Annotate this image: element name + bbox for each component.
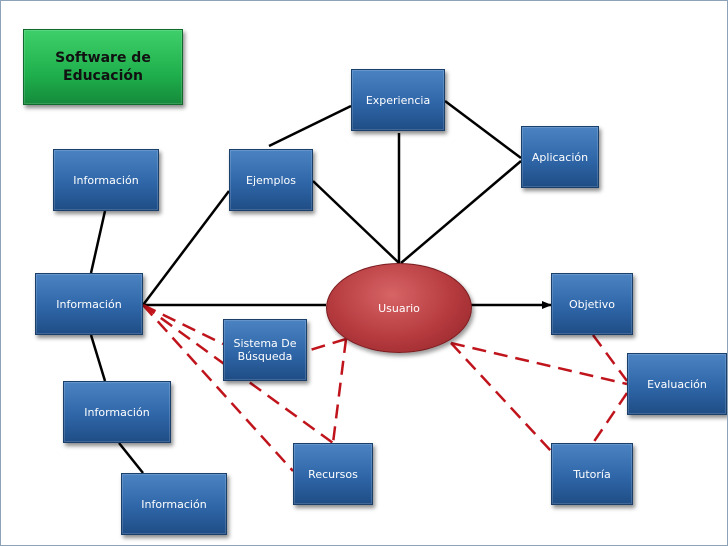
node-informacion-mid[interactable]: Información	[63, 381, 171, 443]
node-objetivo[interactable]: Objetivo	[551, 273, 633, 335]
link-info-main-info-mid	[89, 334, 107, 382]
link-info-mid-info-bottom	[118, 442, 144, 474]
link-ejemplos-usuario	[312, 180, 400, 264]
node-sistema-de-busqueda[interactable]: Sistema De Búsqueda	[223, 319, 307, 381]
dash-info-main-sistema	[142, 303, 224, 346]
link-aplicacion-usuario	[400, 160, 522, 264]
link-experiencia-aplicacion	[444, 100, 522, 159]
dash-usuario-recursos	[331, 338, 348, 444]
dash-objetivo-evaluacion	[591, 334, 629, 382]
node-evaluacion[interactable]: Evaluación	[627, 353, 727, 415]
link-ejemplos-experiencia	[268, 104, 352, 148]
node-usuario[interactable]: Usuario	[326, 263, 472, 353]
dash-evaluacion-tutoria	[591, 392, 629, 444]
node-experiencia[interactable]: Experiencia	[351, 69, 445, 131]
node-informacion-top[interactable]: Información	[53, 149, 159, 211]
node-informacion-main[interactable]: Información	[35, 273, 143, 335]
link-info-main-ejemplos	[142, 190, 230, 306]
dash-usuario-evaluacion	[450, 341, 628, 386]
node-tutoria[interactable]: Tutoría	[551, 443, 633, 505]
title-box: Software de Educación	[23, 29, 183, 105]
dash-info-main-recursos	[142, 304, 294, 472]
node-aplicacion[interactable]: Aplicación	[521, 126, 599, 188]
dash-usuario-sistema	[306, 337, 347, 353]
node-informacion-bottom[interactable]: Información	[121, 473, 227, 535]
link-info-top-info-main	[89, 210, 107, 274]
dash-usuario-tutoria	[450, 342, 552, 452]
node-ejemplos[interactable]: Ejemplos	[229, 149, 313, 211]
node-recursos[interactable]: Recursos	[293, 443, 373, 505]
